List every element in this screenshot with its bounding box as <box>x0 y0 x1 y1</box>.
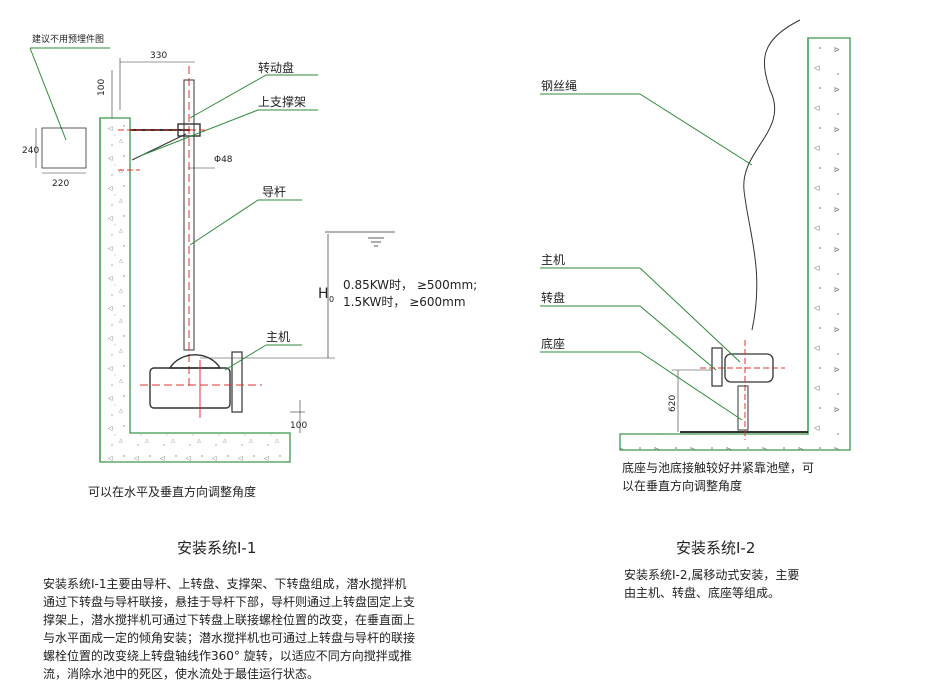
label-wire-rope: 钢丝绳 <box>541 79 577 93</box>
dim-phi48: Φ48 <box>214 155 233 165</box>
right-caption-line1: 底座与池底接触较好并紧靠池壁，可 <box>622 460 814 475</box>
label-main-unit-left: 主机 <box>266 330 290 344</box>
dim-220: 220 <box>52 179 69 189</box>
label-base: 底座 <box>541 336 565 351</box>
h0-line1: 0.85KW时， ≥500mm; <box>343 278 477 292</box>
dim-100-bottom: 100 <box>290 421 307 431</box>
label-main-unit-right: 主机 <box>541 253 565 267</box>
base-shape <box>737 385 749 431</box>
turntable-shape <box>711 347 723 387</box>
label-upper-bracket: 上支撑架 <box>258 94 306 109</box>
h0-subscript: 0 <box>329 295 334 304</box>
dim-330: 330 <box>150 51 167 61</box>
left-desc-line: 螺栓位置的改变绕上转盘轴线作360° 旋转，以适应不同方向搅拌或推 <box>43 648 412 663</box>
note-leader <box>29 47 67 141</box>
lower-disc <box>168 354 222 369</box>
label-guide-rod: 导杆 <box>262 185 286 199</box>
right-caption-line2: 以在垂直方向调整角度 <box>622 478 742 493</box>
right-diagram: 620 钢丝绳 主机 转盘 底座 底座与池底接触较好并紧靠池壁，可 以在垂直方向… <box>540 19 851 493</box>
pool-wall-right <box>619 37 851 451</box>
right-description: 安装系统Ⅰ-2,属移动式安装，主要 由主机、转盘、底座等组成。 <box>624 567 799 600</box>
right-title: 安装系统Ⅰ-2 <box>676 539 755 557</box>
left-desc-line: 与水平面成一定的倾角安装；潜水搅拌机也可通过上转盘与导杆的联接 <box>43 630 415 645</box>
label-turntable: 转盘 <box>541 290 565 305</box>
left-title: 安装系统Ⅰ-1 <box>177 539 256 557</box>
left-desc-line: 流，消除水池中的死区，使水流处于最佳运行状态。 <box>43 666 319 681</box>
left-desc-line: 安装系统Ⅰ-1主要由导杆、上转盘、支撑架、下转盘组成，潜水搅拌机 <box>43 576 407 591</box>
left-caption: 可以在水平及垂直方向调整角度 <box>88 484 256 499</box>
dim-100-top: 100 <box>97 79 107 96</box>
left-desc-line: 通过下转盘与导杆联接，悬挂于导杆下部，导杆则通过上转盘固定上支 <box>43 594 415 609</box>
h0-symbol: H <box>318 286 329 302</box>
embedded-box <box>41 127 87 169</box>
label-rotating-disc: 转动盘 <box>258 60 294 75</box>
right-desc-line: 安装系统Ⅰ-2,属移动式安装，主要 <box>624 567 799 582</box>
mixer-body <box>149 367 231 409</box>
embedded-part-note: 建议不用预埋件图 <box>32 33 104 45</box>
left-description: 安装系统Ⅰ-1主要由导杆、上转盘、支撑架、下转盘组成，潜水搅拌机 通过下转盘与导… <box>43 576 415 681</box>
left-desc-line: 撑架上，潜水搅拌机可通过下转盘上联接螺栓位置的改变，在垂直面上 <box>43 612 415 627</box>
propeller <box>231 351 243 413</box>
wire-rope <box>743 19 801 331</box>
dim-620: 620 <box>668 395 678 412</box>
dim-240: 240 <box>22 146 39 156</box>
h0-line2: 1.5KW时， ≥600mm <box>343 295 466 309</box>
left-diagram: 建议不用预埋件图 240 220 330 100 Φ48 <box>22 33 477 499</box>
right-desc-line: 由主机、转盘、底座等组成。 <box>624 585 780 600</box>
